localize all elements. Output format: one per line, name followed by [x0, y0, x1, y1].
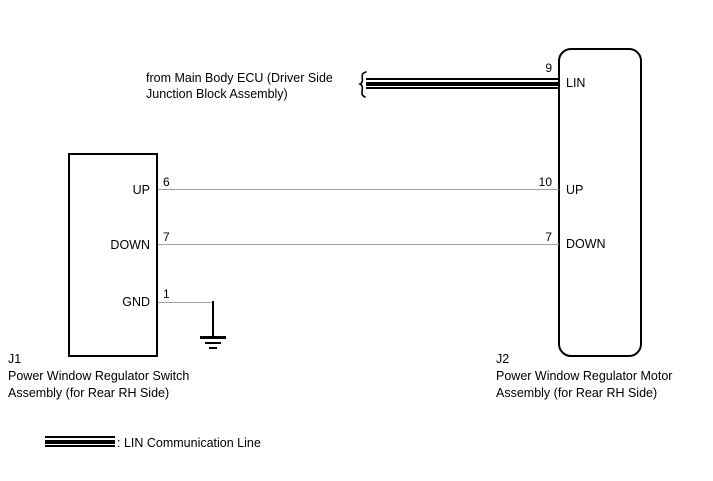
lin-communication-wire: [366, 78, 560, 90]
j1-caption-line-2: Assembly (for Rear RH Side): [8, 386, 170, 400]
j2-port-label-lin: LIN: [566, 76, 586, 90]
legend-label: : LIN Communication Line: [117, 436, 261, 450]
j2-reference-label: J2: [496, 352, 510, 366]
j2-caption-line-1: Power Window Regulator Motor: [496, 369, 673, 383]
j1-port-label-down: DOWN: [110, 238, 150, 252]
wire-gnd-j1-1: [158, 302, 214, 303]
j2-pin-number-9: 9: [545, 61, 552, 75]
j2-pin-number-10: 10: [538, 175, 552, 189]
j1-caption-line-1: Power Window Regulator Switch: [8, 369, 190, 383]
j1-pin-number-7: 7: [163, 230, 170, 244]
j2-port-label-up: UP: [566, 183, 584, 197]
wire-up-j1-6-to-j2-10: [158, 189, 559, 190]
connector-j1-body: [68, 153, 158, 357]
j1-port-label-gnd: GND: [122, 295, 150, 309]
j1-reference-label: J1: [8, 352, 22, 366]
j1-pin-number-6: 6: [163, 175, 170, 189]
wire-down-j1-7-to-j2-7: [158, 244, 559, 245]
j2-pin-number-7: 7: [545, 230, 552, 244]
j2-port-label-down: DOWN: [566, 237, 606, 251]
legend-lin-line-symbol: [45, 436, 115, 448]
wire-gnd-vertical: [212, 301, 214, 337]
j1-pin-number-1: 1: [163, 287, 170, 301]
wire-break-icon: [352, 70, 372, 100]
j2-caption-line-2: Assembly (for Rear RH Side): [496, 386, 658, 400]
ground-symbol-icon: [198, 336, 228, 352]
source-note-line-2: Junction Block Assembly): [146, 87, 288, 101]
source-note-line-1: from Main Body ECU (Driver Side: [146, 71, 333, 85]
j1-port-label-up: UP: [132, 183, 150, 197]
connector-j2-body: [558, 48, 642, 357]
